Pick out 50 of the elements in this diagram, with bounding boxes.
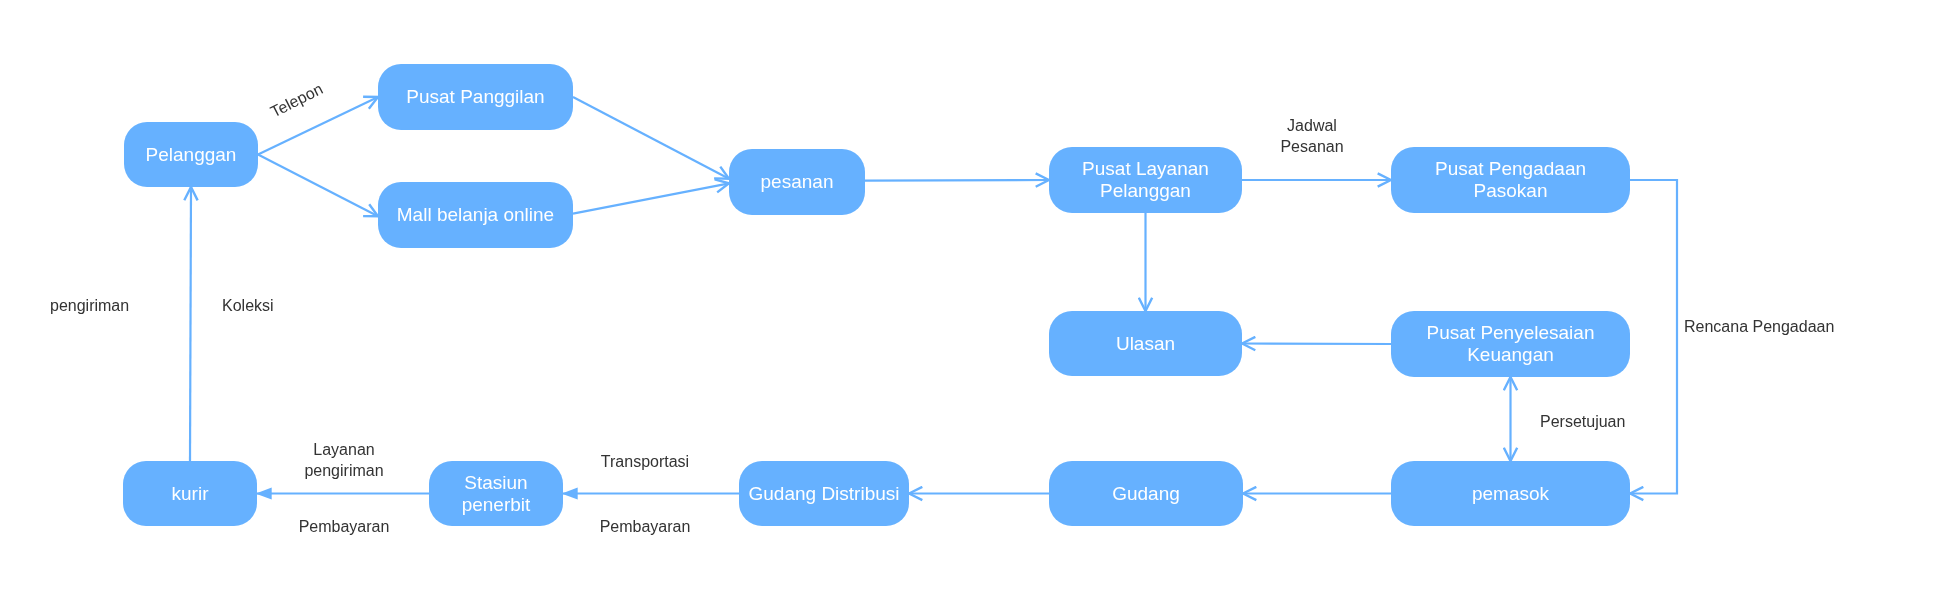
arrow (255, 487, 429, 500)
node-label: pemasok (1470, 482, 1551, 505)
node-label: pesanan (759, 171, 835, 193)
arrow (1240, 335, 1391, 352)
edge-label: Transportasi (600, 451, 690, 472)
process-box (1049, 461, 1243, 526)
process-box (378, 182, 573, 248)
flow-label: pengiriman (50, 295, 130, 316)
arrow (183, 185, 199, 461)
arrow (907, 485, 1049, 502)
edge-label: Jadwal Pesanan (1279, 116, 1345, 157)
arrow (257, 95, 380, 156)
process-box (1391, 147, 1630, 213)
node-label: Pusat Layanan Pelanggan (1081, 158, 1210, 202)
process-box (429, 461, 563, 526)
node-label: Stasiun penerbit (460, 471, 532, 516)
node-label: Gudang (1111, 482, 1181, 505)
arrow (1241, 485, 1391, 502)
edge-label: Layanan pengiriman (303, 440, 385, 481)
arrow (1502, 375, 1519, 463)
edge-label: Koleksi (222, 295, 274, 316)
node-label: kurir (170, 482, 210, 505)
flow-label: Pembayaran (298, 516, 390, 537)
process-box (1049, 311, 1242, 376)
node-label: Mall belanja online (395, 204, 556, 226)
arrow (572, 178, 731, 215)
node-label: Pusat Panggilan (405, 86, 546, 108)
process-box (124, 122, 258, 187)
process-box (1391, 461, 1630, 526)
node-label: Gudang Distribusi (747, 482, 901, 505)
arrow (1242, 172, 1393, 188)
process-box (378, 64, 573, 130)
process-box (1049, 147, 1242, 213)
edge-label: Rencana Pengadaan (1684, 316, 1835, 337)
node-label: Pusat Pengadaan Pasokan (1433, 158, 1588, 202)
node-label: Pelanggan (144, 143, 238, 166)
arrow (865, 172, 1051, 188)
arrow (1628, 178, 1679, 502)
arrow (1137, 213, 1154, 313)
node-label: Pusat Penyelesaian Keuangan (1425, 322, 1596, 366)
arrow (257, 153, 380, 218)
process-box (123, 461, 257, 526)
arrow (561, 487, 739, 500)
node-label: Ulasan (1114, 332, 1177, 355)
flow-label: Pembayaran (599, 516, 691, 537)
arrow (572, 96, 731, 180)
process-box (1391, 311, 1630, 377)
process-box (739, 461, 909, 526)
process-box (729, 149, 865, 215)
edge-label: Persetujuan (1540, 411, 1626, 432)
